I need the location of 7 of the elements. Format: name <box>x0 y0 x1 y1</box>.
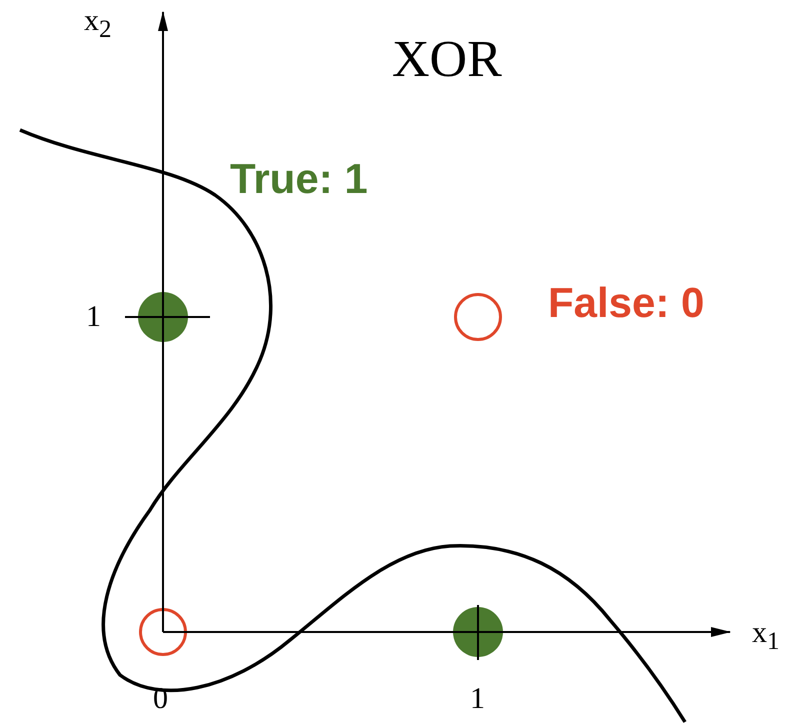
tick-label: 1 <box>86 302 101 332</box>
axis-label: x$_{1}$ <box>752 618 780 654</box>
chart-title: XOR <box>392 34 502 86</box>
series-label: True: 1 <box>230 158 368 200</box>
axis-label: x$_{2}$ <box>84 6 112 42</box>
series-label: False: 0 <box>548 282 704 324</box>
tick-label: 1 <box>470 684 485 714</box>
